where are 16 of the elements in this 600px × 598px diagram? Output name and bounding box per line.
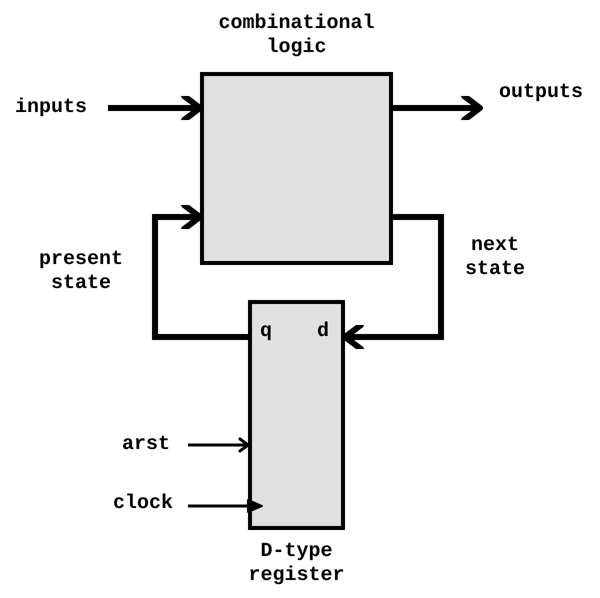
signal-label: arst [112,433,180,457]
signal-label: clock [102,492,184,516]
edge-label: present state [38,248,124,296]
arrow [152,202,248,340]
signal-label: inputs [8,95,94,121]
signal-label: outputs [486,80,596,106]
arrow [188,499,263,513]
edge-label: next state [464,234,526,282]
box-title: D-type register [247,540,346,588]
arrow [188,438,250,452]
box-title: combinational logic [217,12,376,60]
arrow [108,93,203,123]
pin-label: q [258,320,273,344]
arrow [342,214,444,352]
pin-label: d [316,320,330,344]
arrow [393,93,483,123]
